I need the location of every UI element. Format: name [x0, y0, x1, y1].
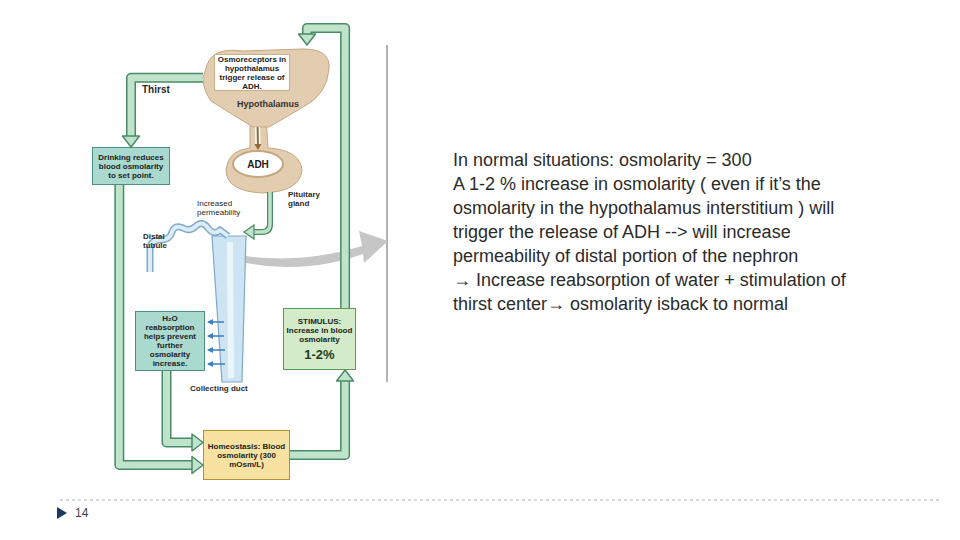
arrow-outline	[119, 185, 192, 465]
arrow-body	[290, 381, 345, 455]
part-label: Distal tubule	[143, 232, 179, 250]
arrow-head	[299, 34, 316, 45]
hormone-release-arrow	[254, 127, 261, 150]
arrow-outline	[290, 381, 345, 455]
water-arrow	[208, 335, 224, 337]
hormone-arrow-fill	[253, 192, 270, 232]
edge-label: Thirst	[142, 84, 170, 95]
part-label: Increased permeability	[197, 199, 255, 217]
note-text: In normal situations: osmolarity = 300	[453, 148, 867, 172]
arrow-head	[123, 136, 140, 147]
arrow-head	[192, 434, 203, 451]
hormone-name: ADH	[247, 159, 269, 170]
box-text: Osmoreceptors in hypothalamus trigger re…	[217, 55, 287, 91]
arrow-head	[192, 457, 203, 474]
flow-arrow	[167, 371, 204, 451]
arrow-head	[337, 370, 354, 381]
divider-line	[386, 45, 388, 382]
zoom-arrow	[246, 231, 388, 267]
hypothalamus-fill	[203, 49, 329, 127]
arrow-body	[119, 185, 192, 465]
footer-marker	[57, 507, 67, 519]
box-text: Homeostasis: Blood osmolarity (300 mOsm/…	[206, 442, 287, 469]
arrow-outline	[307, 28, 345, 308]
page-number: 14	[75, 506, 105, 520]
note-text: A 1-2 % increase in osmolarity ( even if…	[453, 172, 867, 268]
water-arrow	[208, 321, 224, 323]
water-arrow	[208, 363, 225, 365]
arrow-body	[257, 127, 259, 144]
hormone-arrow	[253, 192, 270, 232]
text-column: In normal situations: osmolarity = 300A …	[453, 148, 867, 316]
arrow-outline	[131, 78, 203, 136]
collecting-duct	[212, 236, 246, 382]
homeostasis-box: Homeostasis: Blood osmolarity (300 mOsm/…	[203, 430, 290, 480]
box-text: Drinking reduces blood osmolarity to set…	[95, 153, 167, 180]
arrow-body	[167, 371, 193, 443]
arrow-outline	[167, 371, 193, 443]
box-text: H₂O reabsorption helps prevent further o…	[138, 314, 202, 368]
hypothalamus-shape: Hypothalamus Osmoreceptors in hypothalamu…	[203, 45, 333, 127]
box-text: STIMULUS: Increase in blood osmolarity	[286, 317, 353, 344]
flow-arrow	[290, 370, 354, 455]
part-label: Pituitary gland	[288, 190, 330, 208]
part-label: Collecting duct	[190, 384, 280, 393]
flow-arrow	[119, 185, 203, 474]
oval-fill	[233, 151, 283, 177]
water-arrow	[208, 349, 225, 351]
arrow-body	[131, 78, 203, 136]
region-name: Hypothalamus	[237, 99, 299, 109]
flow-arrow	[299, 28, 346, 308]
flow-arrow	[123, 78, 204, 147]
note-text: → Increase reabsorption of water + stimu…	[453, 268, 867, 316]
text-box: Osmoreceptors in hypothalamus trigger re…	[214, 54, 290, 91]
process-box: Drinking reduces blood osmolarity to set…	[92, 147, 170, 185]
stimulus-box: STIMULUS: Increase in blood osmolarity 1-…	[283, 308, 356, 370]
pituitary-shape	[226, 118, 302, 193]
percent-value: 1-2%	[304, 347, 334, 362]
duct-highlight	[230, 242, 231, 378]
process-box: H₂O reabsorption helps prevent further o…	[135, 311, 205, 371]
hormone-oval: ADH	[232, 150, 284, 178]
arrow-body	[307, 28, 345, 308]
arrow-head	[254, 144, 261, 150]
arrow-outline	[255, 127, 260, 144]
hormone-arrow-head	[244, 225, 254, 239]
footer-rule	[60, 500, 940, 501]
